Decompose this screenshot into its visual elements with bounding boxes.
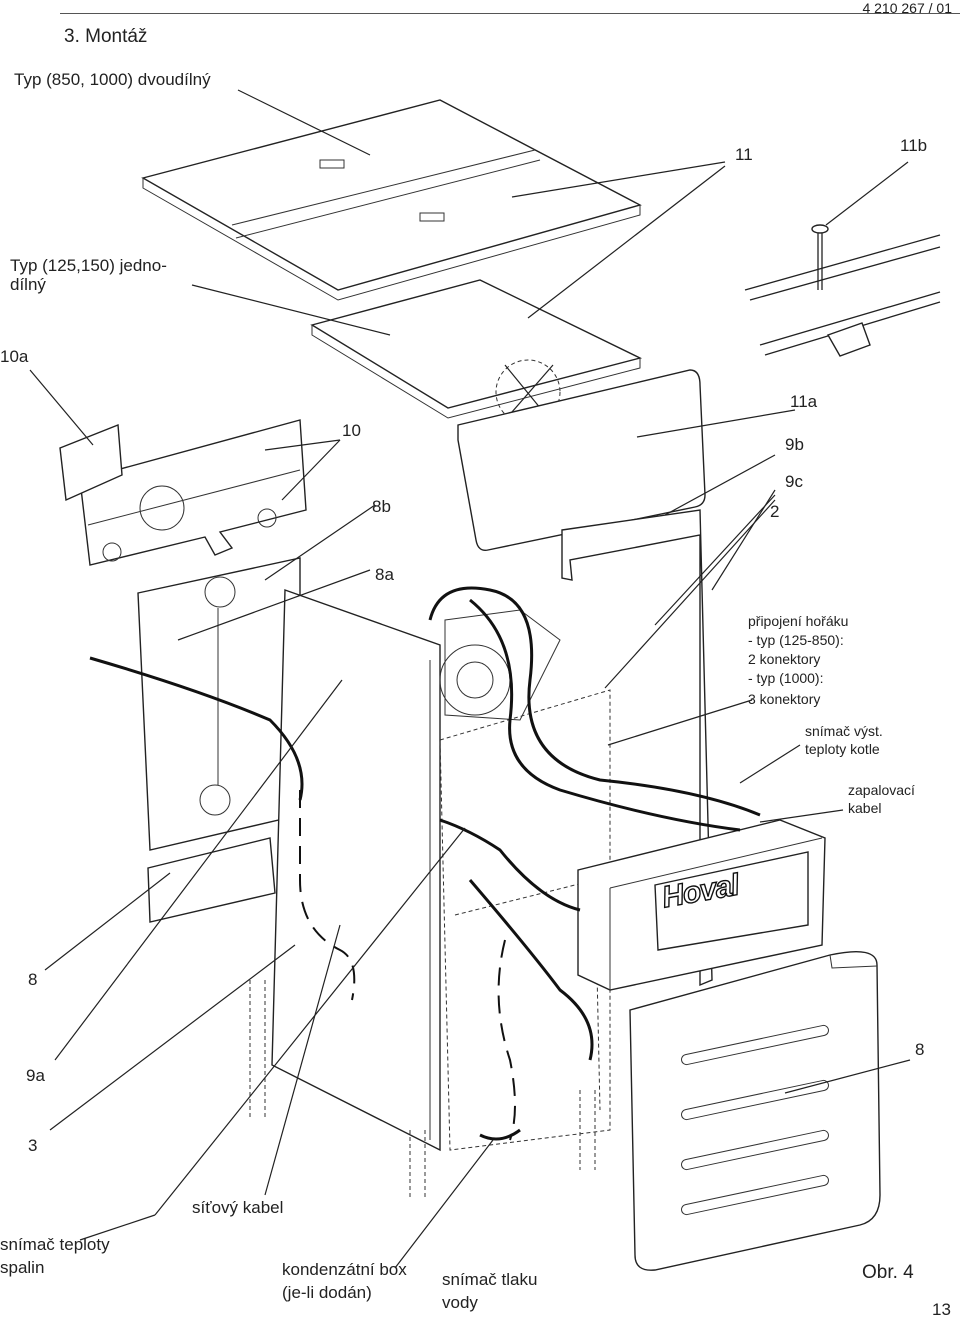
label-flue-sensor-line1: snímač teploty xyxy=(0,1235,110,1254)
control-box xyxy=(577,819,826,991)
ignition-cable-line1: zapalovací xyxy=(848,782,915,798)
inner-frame xyxy=(249,689,611,1200)
sensor-outlet-line2: teploty kotle xyxy=(805,741,880,757)
doc-number: 4 210 267 / 01 xyxy=(862,0,952,16)
label-pressure-sensor-line2: vody xyxy=(442,1293,478,1312)
burner-connection-line3: 2 konektory xyxy=(748,651,821,667)
burner-connection-line2: - typ (125-850): xyxy=(748,632,844,648)
section-title: 3. Montáž xyxy=(64,26,148,47)
label-flue-sensor-line2: spalin xyxy=(0,1258,45,1277)
label-type-two-part: Typ (850, 1000) dvoudílný xyxy=(14,70,211,89)
callout-9c: 9c xyxy=(785,472,803,491)
cables xyxy=(89,586,761,1141)
burner-connection-line1: připojení hořáku xyxy=(748,613,849,629)
rear-plate xyxy=(79,419,307,566)
callout-8a: 8a xyxy=(375,565,394,584)
label-type-one-part-line1: Typ (125,150) jedno- xyxy=(10,256,167,275)
rail-detail xyxy=(744,224,941,357)
burner-connection-line5: 3 konektory xyxy=(748,691,821,707)
top-lid-two-part xyxy=(141,99,642,301)
rear-mount xyxy=(561,509,713,987)
page-number: 13 xyxy=(932,1300,951,1319)
label-mains-cable: síťový kabel xyxy=(192,1198,284,1217)
screw-icon xyxy=(811,224,829,234)
label-pressure-sensor-line1: snímač tlaku xyxy=(442,1270,538,1289)
burner-assembly xyxy=(439,609,561,721)
top-lid-one-part xyxy=(310,279,643,419)
callout-11b: 11b xyxy=(900,136,928,155)
front-door xyxy=(629,951,881,1271)
callout-9b: 9b xyxy=(785,435,804,454)
side-panel-left xyxy=(137,557,301,851)
label-condensate-line2: (je-li dodán) xyxy=(282,1283,372,1302)
figure-caption: Obr. 4 xyxy=(862,1262,914,1283)
callout-8-right: 8 xyxy=(915,1040,925,1059)
leader-lines xyxy=(29,89,911,1269)
callout-8b: 8b xyxy=(372,497,391,516)
callout-8-left: 8 xyxy=(28,970,38,989)
callout-10: 10 xyxy=(342,421,361,440)
ignition-cable-line2: kabel xyxy=(848,800,882,816)
bracket-10a xyxy=(59,424,123,502)
label-condensate-line1: kondenzátní box xyxy=(282,1260,407,1279)
callout-11a: 11a xyxy=(790,392,818,411)
bottom-plinth xyxy=(147,837,276,923)
top-front-cover xyxy=(457,369,706,551)
side-panel-front-left xyxy=(271,589,441,1152)
callout-3: 3 xyxy=(28,1136,38,1155)
burner-connection-line4: - typ (1000): xyxy=(748,670,824,686)
callout-10a: 10a xyxy=(0,347,29,366)
callout-2: 2 xyxy=(770,502,780,521)
header-rule xyxy=(60,13,960,14)
sensor-outlet-line1: snímač výst. xyxy=(805,723,883,739)
callout-11: 11 xyxy=(735,145,753,164)
label-type-one-part-line2: dílný xyxy=(10,275,46,294)
callout-9a: 9a xyxy=(26,1066,45,1085)
